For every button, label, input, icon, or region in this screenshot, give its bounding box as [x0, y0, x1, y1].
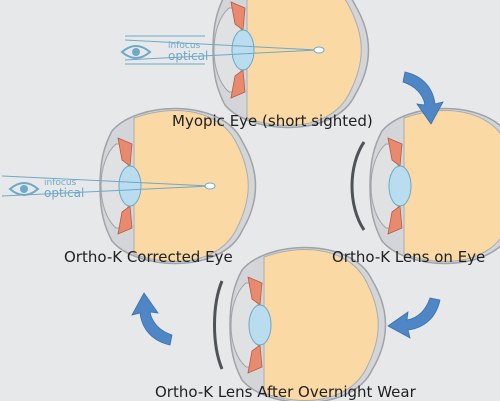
corrected-eye	[1, 107, 257, 265]
curved-arrow-icon	[131, 292, 173, 346]
logo-word-top: infocus	[44, 178, 77, 188]
logo-word-top: infocus	[168, 41, 201, 51]
caption-after-wear: Ortho-K Lens After Overnight Wear	[155, 383, 416, 401]
logo-word-bottom: optical	[44, 186, 84, 200]
caption-lens-on-eye: Ortho-K Lens on Eye	[332, 248, 486, 266]
myopic-eye	[124, 0, 370, 129]
caption-myopic: Myopic Eye (short sighted)	[172, 112, 373, 130]
lens-on-eye	[350, 107, 500, 265]
logo-word-bottom: optical	[168, 49, 208, 63]
logo-mid: infocus optical	[8, 178, 84, 200]
logo-top: infocus optical	[120, 41, 208, 63]
curved-arrow-icon	[387, 297, 441, 339]
eye-icon	[120, 45, 152, 59]
lens-after-wear	[213, 246, 387, 401]
eye-icon	[8, 182, 40, 196]
caption-corrected: Ortho-K Corrected Eye	[64, 248, 233, 266]
